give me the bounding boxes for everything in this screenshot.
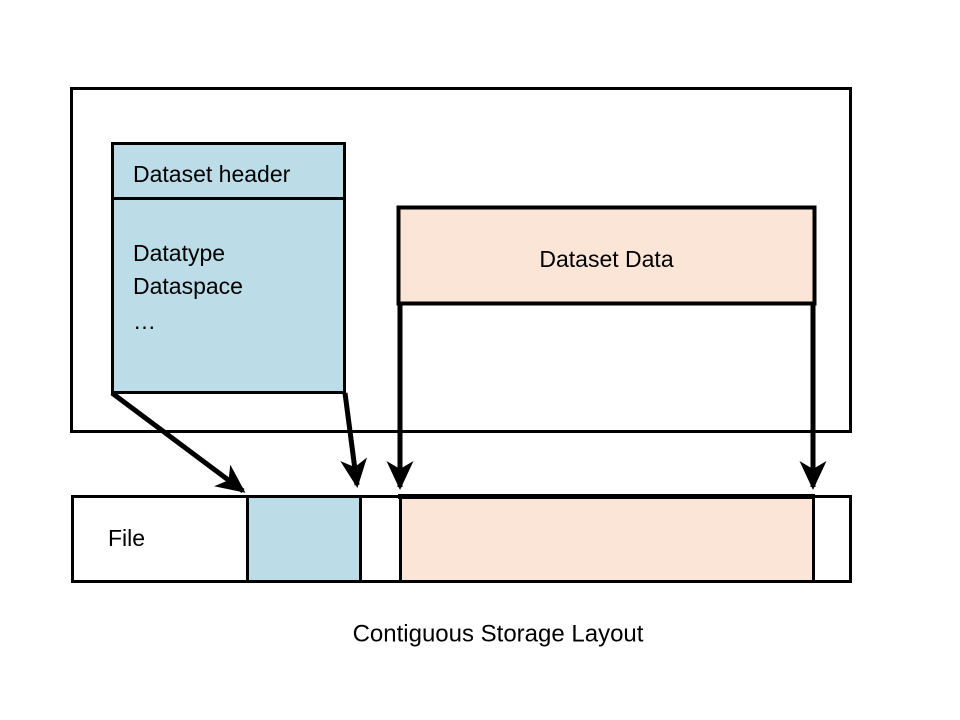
dataset-data-box[interactable] (396, 205, 817, 306)
file-segment-data[interactable] (399, 495, 815, 583)
dataset-header-ellipsis-label: … (133, 308, 156, 334)
dataset-header-dataspace-label: Dataspace (133, 273, 243, 299)
diagram-caption: Contiguous Storage Layout (353, 620, 644, 647)
file-segment-header[interactable] (246, 495, 362, 583)
dataset-header-box[interactable] (111, 142, 346, 394)
arrow-header-left-to-file (110, 390, 246, 494)
dataset-data-label: Dataset Data (539, 246, 673, 272)
file-label: File (108, 525, 145, 551)
dataset-header-datatype-label: Datatype (133, 240, 225, 266)
arrow-header-right-to-file (340, 392, 368, 488)
memory-container (70, 87, 852, 433)
dataset-header-label: Dataset header (133, 161, 291, 187)
